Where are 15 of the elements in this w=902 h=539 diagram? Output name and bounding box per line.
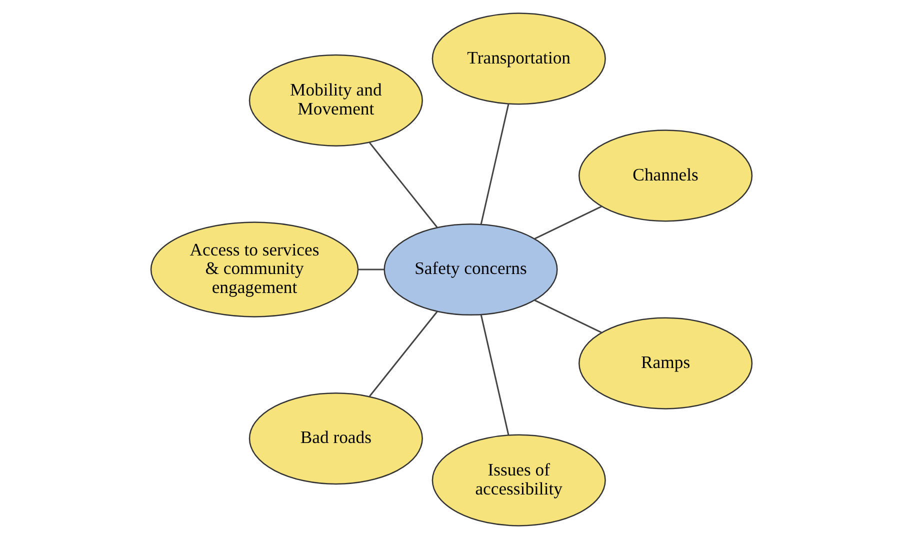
- connector: [534, 206, 602, 240]
- connector: [534, 300, 602, 334]
- node-ellipse: Mobility and Movement: [248, 54, 422, 146]
- connector: [368, 142, 438, 228]
- connector: [368, 311, 438, 397]
- node-ellipse: Channels: [578, 130, 752, 222]
- node-ellipse: Bad roads: [248, 392, 422, 485]
- node-ellipse: Issues of accessibility: [431, 434, 606, 526]
- connector: [358, 268, 384, 270]
- node-ellipse: Safety concerns: [383, 223, 558, 316]
- node-ellipse: Transportation: [431, 12, 606, 105]
- connector: [480, 314, 509, 436]
- node-ellipse: Access to services & community engagement: [150, 222, 358, 318]
- node-ellipse: Ramps: [578, 317, 752, 410]
- connector: [480, 104, 509, 224]
